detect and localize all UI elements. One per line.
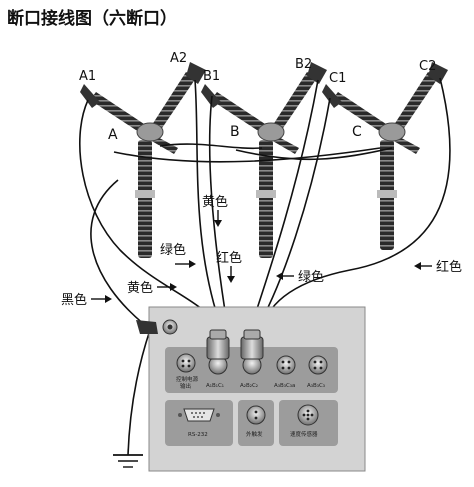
svg-text:红色: 红色 — [216, 250, 242, 266]
wire-c2 — [261, 77, 451, 331]
wire-black — [90, 179, 146, 326]
phase-label-c: C — [352, 124, 362, 140]
socket-1-label: A₁B₁C₁ — [206, 383, 224, 389]
svg-text:绿色: 绿色 — [160, 242, 186, 258]
jumper-a-b — [159, 143, 263, 150]
plug-2 — [240, 336, 264, 360]
socket-3-label: A₃B₃C₃a — [274, 383, 295, 389]
external-trigger-socket[interactable] — [246, 405, 266, 425]
wire-label-red-mid: 红色 — [216, 250, 242, 283]
wire-label-black: 黑色 — [61, 292, 112, 308]
wire-label-yellow-top: 黄色 — [202, 194, 228, 227]
breaker-unit-c — [322, 62, 448, 250]
breaker-unit-a — [80, 62, 206, 258]
phase-label-b: B — [230, 124, 240, 140]
external-trigger-label: 外触发 — [246, 430, 263, 438]
svg-text:黑色: 黑色 — [61, 292, 87, 308]
terminal-label-b2: B2 — [295, 57, 312, 72]
socket-2[interactable] — [240, 329, 264, 375]
control-output-socket[interactable] — [176, 353, 196, 373]
socket-1[interactable] — [206, 329, 230, 375]
socket-4-label: A₃B₃C₃ — [307, 383, 325, 389]
breaker-unit-b — [201, 62, 327, 258]
terminal-label-b1: B1 — [203, 69, 220, 84]
phase-label-a: A — [108, 127, 118, 143]
wire-b1 — [208, 95, 229, 331]
socket-4[interactable] — [308, 355, 328, 375]
terminal-label-a2: A2 — [170, 51, 187, 66]
wire-label-yellow-left: 黄色 — [127, 280, 177, 296]
wire-b2 — [249, 79, 319, 331]
ground-lead — [127, 329, 151, 456]
terminal-label-a1: A1 — [79, 69, 96, 84]
svg-text:黄色: 黄色 — [127, 280, 153, 296]
wire-label-green-left: 绿色 — [160, 242, 196, 268]
jumper-a-c — [113, 147, 381, 163]
svg-text:红色: 红色 — [436, 259, 462, 275]
control-output-label-1: 控制电源 — [176, 375, 199, 383]
svg-text:黄色: 黄色 — [202, 194, 228, 210]
rs232-port[interactable] — [178, 408, 220, 422]
socket-3[interactable] — [276, 355, 296, 375]
wire-a2 — [194, 79, 223, 331]
page-title: 断口接线图（六断口） — [7, 8, 177, 29]
plug-1 — [206, 336, 230, 360]
instrument-panel: 控制电源 输出 A₁B₁C₁ A₂B₂C₂ A₃B₃C₃a A₃ — [136, 306, 366, 472]
terminal-label-c2: C2 — [419, 59, 436, 74]
wire-label-red-right: 红色 — [414, 259, 462, 275]
svg-text:绿色: 绿色 — [298, 269, 324, 285]
control-output-label-2: 输出 — [180, 382, 191, 390]
rs232-label: RS-232 — [188, 432, 208, 438]
terminal-label-c1: C1 — [329, 71, 346, 86]
wire-a1 — [79, 99, 221, 331]
socket-2-label: A₂B₂C₂ — [240, 383, 258, 389]
ground-clamp — [136, 320, 158, 334]
speed-sensor-socket[interactable] — [297, 404, 319, 426]
speed-sensor-label: 速度传感器 — [290, 430, 318, 438]
wire-label-green-right: 绿色 — [276, 269, 324, 285]
jumper-b-c — [235, 147, 393, 161]
